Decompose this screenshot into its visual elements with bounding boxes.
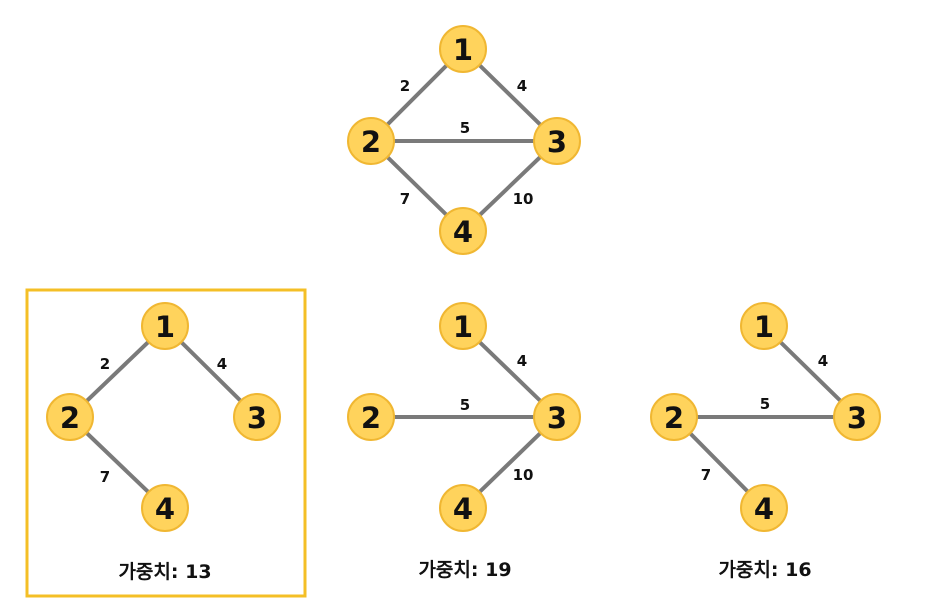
node-label-1: 1: [453, 310, 473, 344]
edge-weight-2-4: 7: [701, 466, 711, 484]
node-2: [347, 117, 395, 165]
node-3: [833, 393, 881, 441]
node-label-1: 1: [155, 310, 175, 344]
graph-spanning-tree-a: 2 4 7 1 2 3 4 가중치: 13: [25, 288, 307, 598]
node-4: [740, 484, 788, 532]
edge-weight-1-2: 2: [400, 77, 410, 95]
node-4: [141, 484, 189, 532]
edge-weight-1-3: 4: [818, 352, 828, 370]
edge-weight-2-3: 5: [460, 396, 470, 414]
highlight-box: [25, 288, 307, 598]
edge-weight-1-3: 4: [517, 77, 527, 95]
graph-original: 2 4 5 7 10 1 2 3 4: [347, 25, 581, 255]
node-3: [533, 117, 581, 165]
node-label-1: 1: [754, 310, 774, 344]
node-2: [347, 393, 395, 441]
node-label-2: 2: [664, 401, 684, 435]
node-label-2: 2: [361, 125, 381, 159]
edge-weight-2-4: 7: [100, 468, 110, 486]
node-label-3: 3: [247, 401, 267, 435]
node-4: [439, 484, 487, 532]
node-label-1: 1: [453, 33, 473, 67]
node-label-3: 3: [847, 401, 867, 435]
node-1: [439, 302, 487, 350]
node-label-4: 4: [453, 215, 473, 249]
edge-weight-1-2: 2: [100, 355, 110, 373]
weight-caption: 가중치: 16: [718, 559, 811, 581]
edge-weight-2-3: 5: [760, 395, 770, 413]
edge-weight-1-3: 4: [517, 352, 527, 370]
node-3: [233, 393, 281, 441]
node-2: [650, 393, 698, 441]
edge-weight-3-4: 10: [513, 190, 534, 208]
node-2: [46, 393, 94, 441]
node-4: [439, 207, 487, 255]
node-label-3: 3: [547, 401, 567, 435]
node-3: [533, 393, 581, 441]
node-1: [439, 25, 487, 73]
node-label-4: 4: [453, 492, 473, 526]
node-label-2: 2: [361, 401, 381, 435]
node-label-2: 2: [60, 401, 80, 435]
weight-caption: 가중치: 13: [118, 561, 211, 583]
edge-weight-3-4: 10: [513, 466, 534, 484]
node-1: [740, 302, 788, 350]
node-1: [141, 302, 189, 350]
edge-weight-1-3: 4: [217, 355, 227, 373]
node-label-4: 4: [754, 492, 774, 526]
graph-spanning-tree-c: 4 5 7 1 2 3 4 가중치: 16: [650, 302, 881, 581]
node-label-4: 4: [155, 492, 175, 526]
edge-weight-2-3: 5: [460, 119, 470, 137]
edge-weight-2-4: 7: [400, 190, 410, 208]
graph-spanning-tree-b: 4 5 10 1 2 3 4 가중치: 19: [347, 302, 581, 581]
weight-caption: 가중치: 19: [418, 559, 511, 581]
node-label-3: 3: [547, 125, 567, 159]
